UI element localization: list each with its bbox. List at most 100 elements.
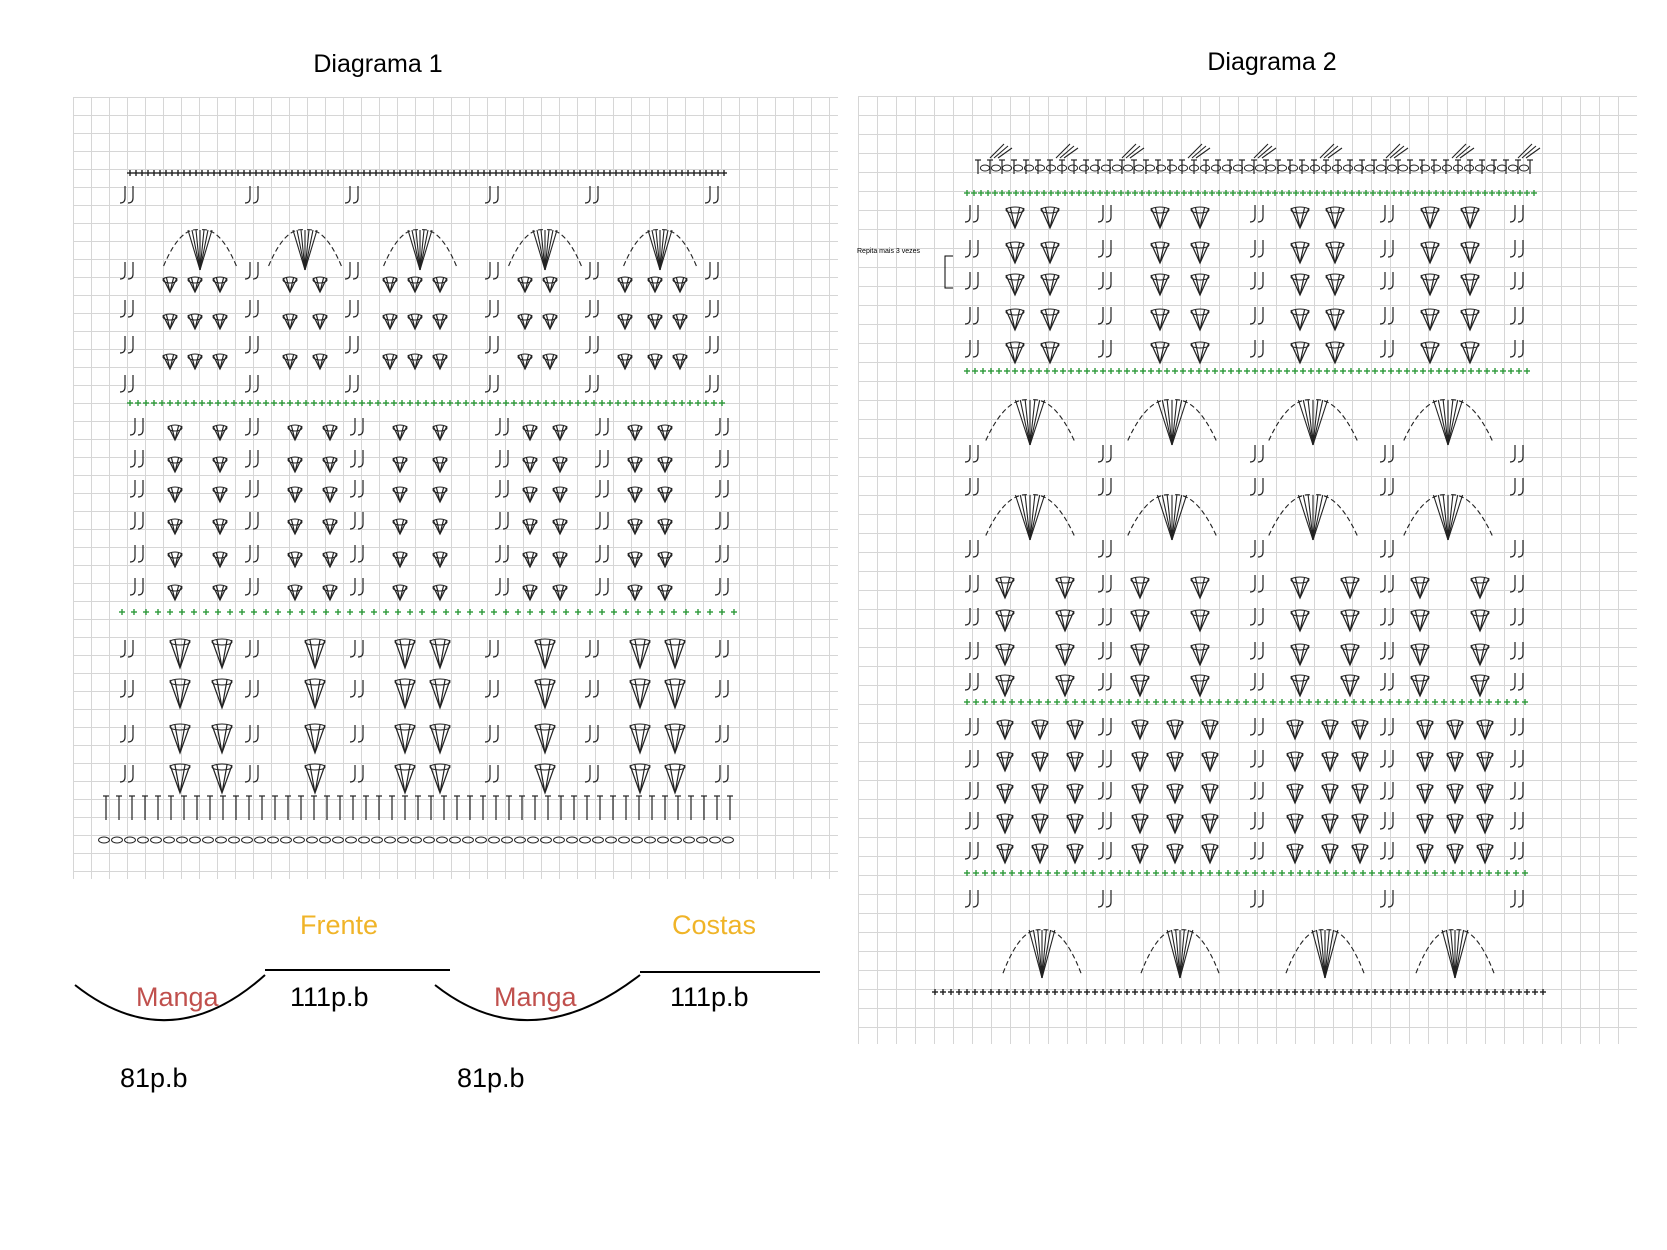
edge-stitch-symbol [1097,240,1112,258]
edge-stitch-symbol [704,336,719,354]
edge-stitch-symbol [494,480,509,498]
shell-symbol [1286,784,1304,805]
shell-symbol [1066,719,1084,727]
edge-stitch-symbol [1097,272,1112,290]
fan-symbol [1312,399,1329,446]
diagram-2-grid [858,96,1637,1044]
shell-symbol [1420,309,1440,332]
shell-symbol [1290,273,1310,281]
fan-symbol [1454,929,1469,979]
shell-symbol [287,552,303,569]
fan-symbol [1302,399,1314,446]
shell-symbol [1340,610,1360,633]
front-label: Frente [300,910,379,940]
shell-symbol [1325,342,1345,365]
shell-symbol [1420,308,1440,316]
shell-symbol [287,551,303,559]
edge-stitch-symbol [1249,642,1264,660]
shell-symbol [282,353,298,361]
edge-stitch-symbol [1097,890,1112,908]
shell-symbol [1286,843,1304,851]
shell-symbol [552,551,568,559]
shell-symbol [167,487,183,504]
shell-symbol [1340,643,1360,651]
edge-stitch-symbol [1249,272,1264,290]
edge-stitch-symbol [1249,890,1264,908]
edge-stitch-symbol [484,262,499,280]
fan-symbol [1002,929,1043,974]
shell-symbol [394,638,416,646]
shell-symbol [522,457,538,474]
shell-symbol [322,584,338,592]
cluster-symbol [1187,143,1211,159]
fan-symbol [1171,494,1217,536]
chain-symbol [1188,164,1200,172]
fan-symbol [304,229,314,271]
edge-stitch-symbol [1509,718,1524,736]
shell-symbol [1150,308,1170,316]
chain-symbol [1287,164,1299,172]
shell-symbol [429,764,451,795]
fan-symbol [1179,929,1220,974]
fan-symbol [1312,399,1324,446]
chain-symbol [1331,164,1343,172]
shell-symbol [382,313,398,321]
shell-symbol [287,585,303,602]
shell-symbol [1460,341,1480,349]
edge-stitch-symbol [1097,608,1112,626]
chain-symbol [1177,164,1189,172]
shell-symbol [322,486,338,494]
shell-symbol [1005,273,1025,281]
edge-stitch-symbol [1509,842,1524,860]
shell-symbol [1290,576,1310,584]
fan-symbol [985,399,1031,441]
shell-symbol [629,764,651,795]
fan-symbol [1127,399,1173,441]
shell-symbol [996,751,1014,759]
shell-symbol [1321,783,1339,791]
shell-symbol [187,353,203,361]
edge-stitch-symbol [1509,673,1524,691]
shell-symbol [1286,783,1304,791]
edge-stitch-symbol [964,307,979,325]
chain-symbol [98,836,110,844]
shell-symbol [1190,577,1210,600]
shell-symbol [282,313,298,321]
layout-lines [74,255,953,1021]
fan-symbol [1403,399,1449,441]
shell-symbol [1066,844,1084,865]
edge-stitch-symbol [119,186,134,204]
fan-symbol [1312,399,1358,441]
sleeve-right-label: Manga [494,982,577,1012]
edge-stitch-symbol [704,186,719,204]
shell-symbol [1290,577,1310,600]
fan-symbol [1307,399,1314,446]
shell-symbol [322,457,338,474]
shell-symbol [1446,813,1464,821]
shell-symbol [407,313,423,321]
shell-symbol [1416,843,1434,851]
chain-symbol [228,836,240,844]
shell-symbol [322,424,338,432]
shell-symbol [1290,242,1310,265]
shell-symbol [312,354,328,371]
shell-symbol [1420,273,1440,281]
edge-stitch-symbol [964,812,979,830]
shell-symbol [629,763,651,771]
shell-symbol [1131,843,1149,851]
fan-symbol [1041,929,1056,979]
chain-symbol [1298,164,1310,172]
edge-stitch-symbol [1379,890,1394,908]
shell-symbol [522,585,538,602]
chain-symbol [488,836,500,844]
shell-symbol [1410,644,1430,667]
chain-symbol [579,836,591,844]
edge-stitch-symbol [964,673,979,691]
shell-symbol [1460,207,1480,230]
edge-stitch-symbol [714,680,729,698]
edge-stitch-symbol [964,575,979,593]
shell-symbol [304,724,326,755]
edge-stitch-symbol [1097,642,1112,660]
fan-symbol [1268,399,1314,441]
edge-stitch-symbol [344,300,359,318]
